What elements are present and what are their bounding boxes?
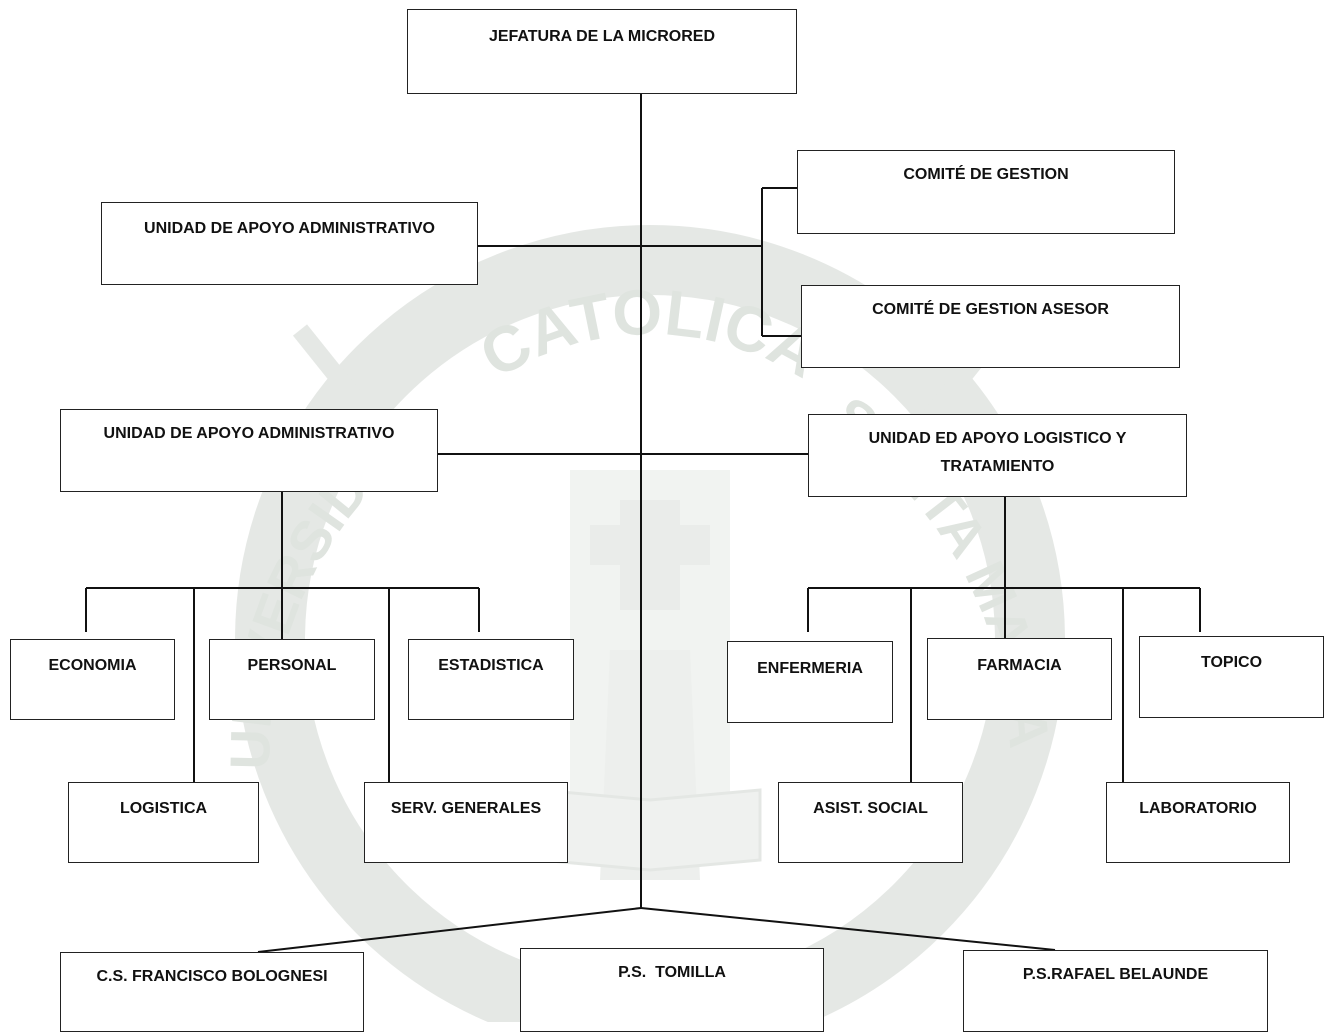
node-logistica: LOGISTICA xyxy=(68,782,259,863)
node-enfermeria: ENFERMERIA xyxy=(727,641,893,723)
node-unidad-apoyo-logistico-label: UNIDAD ED APOYO LOGISTICO Y TRATAMIENTO xyxy=(868,430,1127,475)
node-cs-bolognesi: C.S. FRANCISCO BOLOGNESI xyxy=(60,952,364,1032)
node-estadistica: ESTADISTICA xyxy=(408,639,574,720)
node-ps-belaunde-label: P.S.RAFAEL BELAUNDE xyxy=(1022,966,1209,983)
node-jefatura: JEFATURA DE LA MICRORED xyxy=(407,9,797,94)
node-unidad-apoyo-admin-top: UNIDAD DE APOYO ADMINISTRATIVO xyxy=(101,202,478,285)
node-unidad-apoyo-admin-top-label: UNIDAD DE APOYO ADMINISTRATIVO xyxy=(144,220,435,237)
node-comite-gestion: COMITÉ DE GESTION xyxy=(797,150,1175,234)
node-personal: PERSONAL xyxy=(209,639,375,720)
node-serv-generales: SERV. GENERALES xyxy=(364,782,568,863)
node-personal-label: PERSONAL xyxy=(247,657,337,674)
node-unidad-apoyo-logistico: UNIDAD ED APOYO LOGISTICO Y TRATAMIENTO xyxy=(808,414,1187,497)
seal-cross-horizontal xyxy=(590,525,710,565)
node-topico: TOPICO xyxy=(1139,636,1324,718)
node-asist-social-label: ASIST. SOCIAL xyxy=(813,800,928,817)
node-comite-gestion-asesor: COMITÉ DE GESTION ASESOR xyxy=(801,285,1180,368)
line-to-cs-bolognesi xyxy=(257,907,642,953)
node-cs-bolognesi-label: C.S. FRANCISCO BOLOGNESI xyxy=(96,968,328,985)
node-jefatura-label: JEFATURA DE LA MICRORED xyxy=(488,28,716,45)
node-comite-gestion-label: COMITÉ DE GESTION xyxy=(903,166,1069,183)
node-comite-gestion-asesor-label: COMITÉ DE GESTION ASESOR xyxy=(872,301,1109,318)
node-unidad-apoyo-admin-label: UNIDAD DE APOYO ADMINISTRATIVO xyxy=(103,425,395,442)
node-laboratorio-label: LABORATORIO xyxy=(1139,800,1257,817)
node-unidad-apoyo-admin: UNIDAD DE APOYO ADMINISTRATIVO xyxy=(60,409,438,492)
node-farmacia-label: FARMACIA xyxy=(977,657,1062,674)
node-ps-belaunde: P.S.RAFAEL BELAUNDE xyxy=(963,950,1268,1032)
node-serv-generales-label: SERV. GENERALES xyxy=(390,800,542,817)
line-logistico-down xyxy=(998,491,1006,638)
node-asist-social: ASIST. SOCIAL xyxy=(778,782,963,863)
node-laboratorio: LABORATORIO xyxy=(1106,782,1290,863)
node-economia: ECONOMIA xyxy=(10,639,175,720)
line-to-ps-belaunde xyxy=(640,907,1056,951)
node-logistica-label: LOGISTICA xyxy=(119,800,208,817)
node-enfermeria-label: ENFERMERIA xyxy=(757,660,863,677)
node-estadistica-label: ESTADISTICA xyxy=(438,657,544,674)
node-ps-tomilla: P.S. TOMILLA xyxy=(520,948,824,1032)
node-ps-tomilla-label: P.S. TOMILLA xyxy=(618,964,726,981)
node-economia-label: ECONOMIA xyxy=(48,657,137,674)
node-topico-label: TOPICO xyxy=(1200,654,1263,671)
node-farmacia: FARMACIA xyxy=(927,638,1112,720)
